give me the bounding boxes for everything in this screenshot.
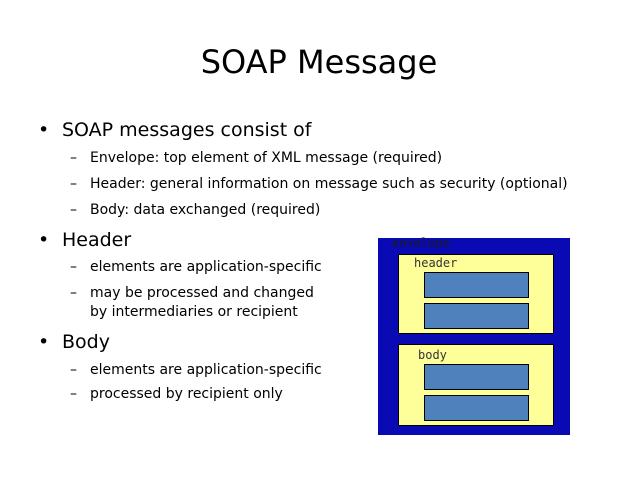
sub-item-body: – Body: data exchanged (required) [70, 200, 321, 220]
sub-item-header-processed-cont: by intermediaries or recipient [90, 302, 298, 322]
bullet-soap-messages: • SOAP messages consist of [38, 118, 312, 142]
header-element-block [424, 272, 529, 298]
sub-item-header-processed: – may be processed and changed [70, 283, 314, 303]
body-element-block [424, 395, 529, 421]
bullet-body: • Body [38, 330, 110, 354]
sub-item-text: Body: data exchanged (required) [90, 202, 321, 218]
header-label: header [414, 256, 458, 270]
bullet-header: • Header [38, 228, 132, 252]
sub-item-text: Header: general information on message s… [90, 176, 568, 192]
body-element-block [424, 364, 529, 390]
bullet-dot: • [38, 331, 50, 353]
dash-mark: – [70, 259, 77, 275]
dash-mark: – [70, 386, 77, 402]
sub-item-header: – Header: general information on message… [70, 174, 568, 194]
dash-mark: – [70, 362, 77, 378]
envelope-label: envelope [392, 236, 450, 250]
bullet-dot: • [38, 229, 50, 251]
sub-item-text: by intermediaries or recipient [90, 304, 298, 320]
slide-title: SOAP Message [200, 43, 438, 81]
bullet-label: SOAP messages consist of [62, 119, 312, 141]
sub-item-body-app-specific: – elements are application-specific [70, 360, 322, 380]
bullet-dot: • [38, 119, 50, 141]
sub-item-text: Envelope: top element of XML message (re… [90, 150, 443, 166]
sub-item-text: may be processed and changed [90, 285, 314, 301]
sub-item-body-recipient: – processed by recipient only [70, 384, 283, 404]
sub-item-header-app-specific: – elements are application-specific [70, 257, 322, 277]
sub-item-text: elements are application-specific [90, 259, 322, 275]
header-element-block [424, 303, 529, 329]
bullet-label: Header [62, 229, 132, 251]
dash-mark: – [70, 150, 77, 166]
body-label: body [418, 348, 447, 362]
dash-mark: – [70, 202, 77, 218]
sub-item-envelope: – Envelope: top element of XML message (… [70, 148, 443, 168]
dash-mark: – [70, 285, 77, 301]
sub-item-text: processed by recipient only [90, 386, 283, 402]
sub-item-text: elements are application-specific [90, 362, 322, 378]
dash-mark: – [70, 176, 77, 192]
bullet-label: Body [62, 331, 110, 353]
